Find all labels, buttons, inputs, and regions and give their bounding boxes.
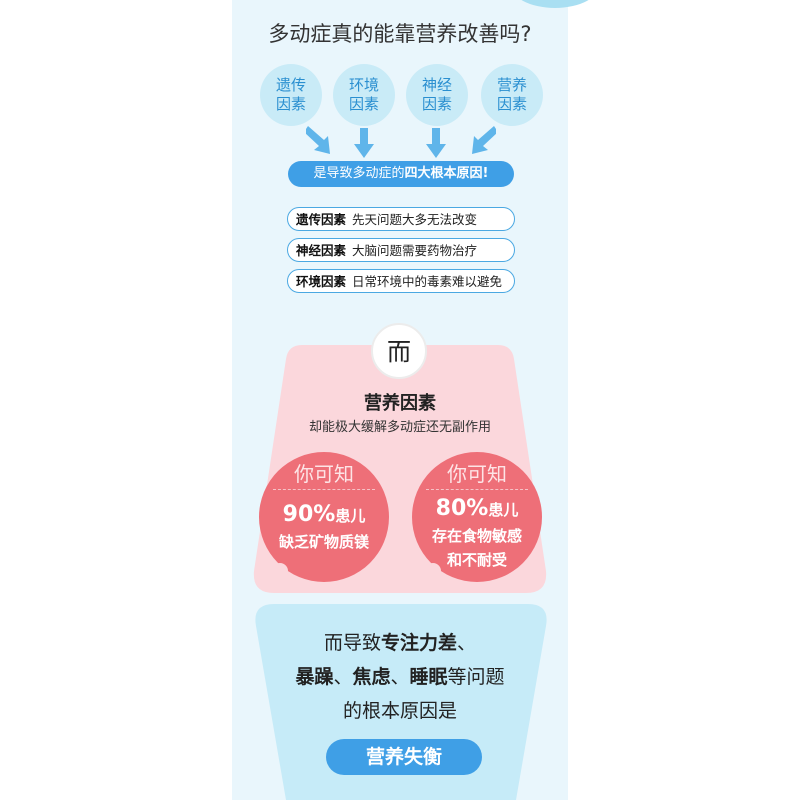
bubble-notch xyxy=(366,563,382,579)
stat-desc: 和不耐受 xyxy=(446,551,507,569)
bubble-notch xyxy=(519,563,535,579)
arrow-down-left-icon xyxy=(472,126,496,154)
summary-emphasis: 焦虑 xyxy=(352,666,391,688)
summary-text: 、 xyxy=(457,632,477,654)
summary-line-3: 的根本原因是 xyxy=(342,700,457,722)
summary-text: 、 xyxy=(390,666,410,688)
stat-desc: 缺乏矿物质镁 xyxy=(278,533,369,551)
stat-percent: 80% xyxy=(435,496,489,521)
arrow-down-right-icon xyxy=(306,126,330,154)
cause-row-neural: 神经因素大脑问题需要药物治疗 xyxy=(287,238,515,262)
summary-text: 而导致 xyxy=(323,632,381,654)
stat-divider xyxy=(273,489,375,490)
decorative-blob xyxy=(510,0,600,8)
cause-name: 环境因素 xyxy=(296,274,347,289)
arrow-down-icon xyxy=(354,128,374,158)
cause-row-genetic: 遗传因素先天问题大多无法改变 xyxy=(287,207,515,231)
arrow-down-icon xyxy=(426,128,446,158)
factor-environment: 环境 因素 xyxy=(333,64,395,126)
summary-line-1: 而导致专注力差、 xyxy=(232,628,568,655)
cause-desc: 大脑问题需要药物治疗 xyxy=(352,243,478,258)
page-title: 多动症真的能靠营养改善吗? xyxy=(268,22,532,46)
nutrition-subtitle: 却能极大缓解多动症还无副作用 xyxy=(308,420,491,435)
factor-neural: 神经 因素 xyxy=(406,64,468,126)
stat-unit: 患儿 xyxy=(488,501,519,519)
stat-desc: 存在食物敏感 xyxy=(431,527,522,545)
cause-banner-prefix: 是导致多动症的 xyxy=(313,166,405,181)
factor-label: 遗传 因素 xyxy=(275,76,306,113)
cause-name: 神经因素 xyxy=(296,243,347,258)
stat-bubble-food-sensitivity: 你可知 80%患儿 存在食物敏感 和不耐受 xyxy=(412,452,542,582)
factor-nutrition: 营养 因素 xyxy=(481,64,543,126)
stat-percent: 90% xyxy=(282,502,336,527)
cause-banner: 是导致多动症的四大根本原因! xyxy=(288,161,514,187)
bubble-notch xyxy=(272,563,288,579)
stat-bubble-magnesium: 你可知 90%患儿 缺乏矿物质镁 xyxy=(259,452,389,582)
summary-emphasis: 暴躁 xyxy=(295,666,334,688)
factor-label: 环境 因素 xyxy=(348,76,379,113)
cause-desc: 先天问题大多无法改变 xyxy=(352,212,478,227)
summary-text: 、 xyxy=(333,666,353,688)
factor-genetic: 遗传 因素 xyxy=(260,64,322,126)
stat-unit: 患儿 xyxy=(335,507,366,525)
factor-label: 神经 因素 xyxy=(421,76,452,113)
nutrition-title: 营养因素 xyxy=(364,393,436,414)
summary-emphasis: 专注力差 xyxy=(380,632,457,654)
summary-text: 等问题 xyxy=(447,666,505,688)
stat-value-line: 90%患儿 xyxy=(259,502,389,527)
stat-divider xyxy=(426,489,528,490)
summary-line-2: 暴躁、焦虑、睡眠等问题 xyxy=(232,662,568,689)
cause-banner-emphasis: 四大根本原因! xyxy=(404,166,489,181)
cause-desc: 日常环境中的毒素难以避免 xyxy=(352,274,503,289)
summary-emphasis: 睡眠 xyxy=(409,666,448,688)
connector-badge: 而 xyxy=(371,323,427,379)
bubble-notch xyxy=(425,563,441,579)
stat-value-line: 80%患儿 xyxy=(412,496,542,521)
stat-heading: 你可知 xyxy=(447,462,507,486)
cause-row-environment: 环境因素日常环境中的毒素难以避免 xyxy=(287,269,515,293)
stat-heading: 你可知 xyxy=(294,462,354,486)
factor-label: 营养 因素 xyxy=(496,76,527,113)
nutrition-imbalance-badge: 营养失衡 xyxy=(326,739,482,775)
cause-name: 遗传因素 xyxy=(296,212,347,227)
